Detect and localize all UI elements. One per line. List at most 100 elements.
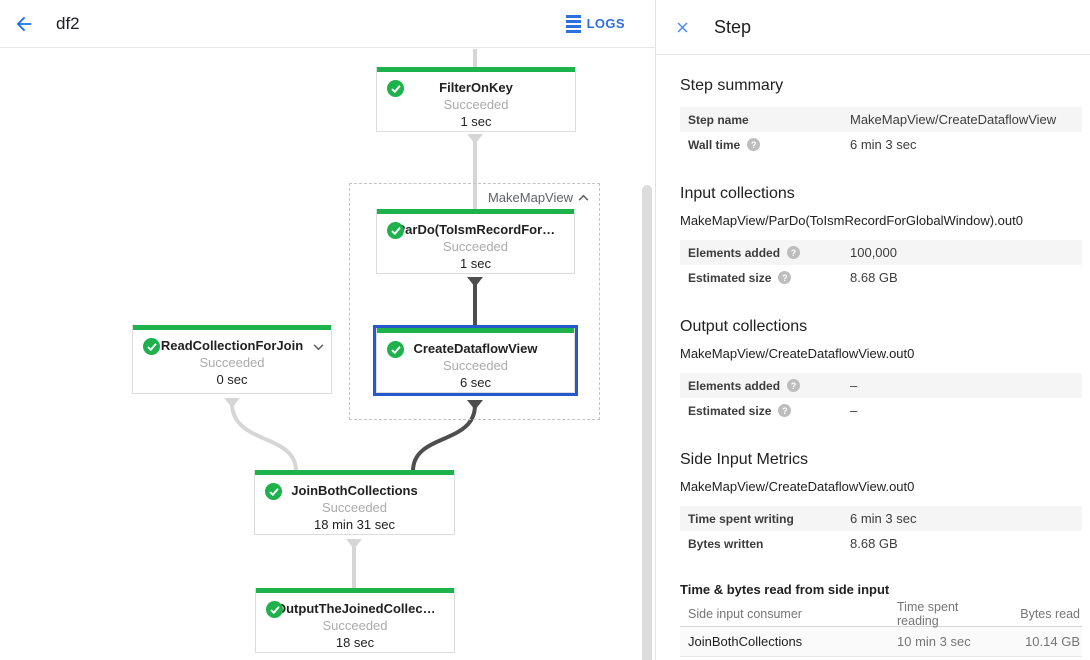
row-value: 8.68 GB: [850, 270, 898, 285]
group-makemapview: MakeMapView: [349, 183, 600, 420]
kv-row-elements-added: Elements added ? 100,000: [680, 240, 1082, 265]
node-time: 0 sec: [216, 372, 248, 387]
section-heading: Step summary: [680, 77, 784, 94]
node-pardo-toismrecord[interactable]: ParDo(ToIsmRecordFor… Succeeded 1 sec: [376, 209, 575, 274]
graph-canvas[interactable]: df2 LOGS MakeMapView: [0, 0, 656, 660]
row-label: Wall time: [688, 137, 741, 152]
cell-time: 10 min 3 sec: [897, 634, 971, 649]
col-header-bytes: Bytes read: [1020, 606, 1080, 621]
row-label: Elements added: [688, 378, 781, 393]
succeeded-check-icon: [266, 601, 283, 618]
back-button[interactable]: [4, 4, 44, 44]
row-value: –: [850, 403, 858, 418]
node-status: Succeeded: [442, 239, 509, 254]
job-toolbar: df2 LOGS: [0, 0, 655, 48]
node-status: Succeeded: [321, 500, 388, 515]
row-label: Bytes written: [688, 536, 764, 551]
collection-name: MakeMapView/CreateDataflowView.out0: [680, 346, 915, 361]
section-step-summary: Step summary Step name MakeMapView/Creat…: [680, 77, 1082, 157]
section-output-collections: Output collections MakeMapView/CreateDat…: [680, 318, 1082, 423]
node-readcollectionforjoin[interactable]: ReadCollectionForJoin Succeeded 0 sec: [132, 325, 332, 394]
kv-row-bytes-written: Bytes written 8.68 GB: [680, 531, 1082, 556]
node-joinbothcollections[interactable]: JoinBothCollections Succeeded 18 min 31 …: [254, 470, 455, 535]
help-icon[interactable]: ?: [787, 379, 801, 392]
side-input-table: Side input consumer Time spent reading B…: [680, 599, 1082, 657]
status-bar: [133, 325, 331, 330]
node-title: JoinBothCollections: [291, 483, 418, 498]
kv-row-time-spent-writing: Time spent writing 6 min 3 sec: [680, 506, 1082, 531]
node-time: 1 sec: [460, 114, 492, 129]
help-icon[interactable]: ?: [778, 271, 792, 284]
node-expand-toggle[interactable]: [313, 339, 324, 354]
status-bar: [377, 209, 574, 214]
chevron-down-icon: [313, 344, 324, 351]
succeeded-check-icon: [387, 222, 404, 239]
node-filteronkey[interactable]: FilterOnKey Succeeded 1 sec: [376, 67, 576, 132]
kv-row-wall-time: Wall time ? 6 min 3 sec: [680, 132, 1082, 157]
job-title: df2: [56, 13, 80, 33]
section-side-input-metrics: Side Input Metrics MakeMapView/CreateDat…: [680, 451, 1082, 657]
cell-consumer: JoinBothCollections: [688, 634, 803, 649]
collection-name: MakeMapView/CreateDataflowView.out0: [680, 479, 915, 494]
kv-row-elements-added: Elements added ? –: [680, 373, 1082, 398]
row-label: Time spent writing: [688, 511, 794, 526]
table-row: JoinBothCollections 10 min 3 sec 10.14 G…: [680, 627, 1082, 657]
row-value: 100,000: [850, 245, 897, 260]
node-status: Succeeded: [199, 355, 265, 370]
row-value: MakeMapView/CreateDataflowView: [850, 112, 1057, 127]
help-icon[interactable]: ?: [747, 138, 761, 151]
col-header-consumer: Side input consumer: [688, 606, 802, 621]
kv-row-step-name: Step name MakeMapView/CreateDataflowView: [680, 107, 1082, 132]
logs-list-icon: [565, 14, 581, 33]
node-time: 1 sec: [459, 256, 492, 271]
collection-name: MakeMapView/ParDo(ToIsmRecordForGlobalWi…: [680, 213, 1023, 228]
succeeded-check-icon: [387, 80, 404, 97]
help-icon[interactable]: ?: [778, 404, 792, 417]
section-heading: Output collections: [680, 318, 808, 335]
help-icon[interactable]: ?: [787, 246, 801, 259]
node-time: 18 sec: [335, 635, 375, 650]
side-input-table-heading: Time & bytes read from side input: [680, 582, 890, 597]
step-panel-header: Step: [656, 0, 1090, 55]
canvas-scrollbar[interactable]: [642, 185, 652, 660]
row-label: Estimated size: [688, 403, 772, 418]
cell-bytes: 10.14 GB: [1025, 634, 1080, 649]
node-time: 6 sec: [459, 375, 492, 390]
row-value: 6 min 3 sec: [850, 137, 917, 152]
section-heading: Side Input Metrics: [680, 451, 809, 468]
succeeded-check-icon: [143, 338, 160, 355]
table-header-row: Side input consumer Time spent reading B…: [680, 599, 1082, 628]
node-createdataflowview[interactable]: CreateDataflowView Succeeded 6 sec: [376, 328, 575, 393]
node-title: FilterOnKey: [439, 80, 513, 95]
graph-edges: [224, 49, 483, 589]
succeeded-check-icon: [387, 341, 404, 358]
step-panel: Step Step summary Step name MakeMapView/…: [656, 0, 1090, 660]
node-title: OutputTheJoinedCollec…: [276, 601, 434, 616]
status-bar: [256, 588, 454, 593]
row-label: Estimated size: [688, 270, 772, 285]
status-bar: [255, 470, 454, 475]
node-title: ReadCollectionForJoin: [160, 338, 304, 353]
panel-title: Step: [714, 16, 752, 37]
col-header-time: Time spent reading: [897, 599, 959, 628]
node-time: 18 min 31 sec: [314, 517, 395, 532]
logs-button[interactable]: LOGS: [565, 14, 625, 33]
kv-row-estimated-size: Estimated size ? –: [680, 398, 1082, 423]
section-input-collections: Input collections MakeMapView/ParDo(ToIs…: [680, 185, 1082, 290]
succeeded-check-icon: [265, 483, 282, 500]
group-collapse-toggle[interactable]: MakeMapView: [488, 190, 589, 205]
section-heading: Input collections: [680, 185, 795, 202]
close-panel-button[interactable]: [664, 9, 700, 45]
status-bar: [377, 328, 574, 333]
row-label: Step name: [688, 112, 749, 127]
node-title: CreateDataflowView: [413, 341, 538, 356]
logs-button-label: LOGS: [586, 16, 625, 31]
back-arrow-icon: [16, 16, 32, 31]
group-label: MakeMapView: [487, 190, 573, 205]
node-title: ParDo(ToIsmRecordFor…: [396, 222, 555, 237]
node-status: Succeeded: [443, 97, 509, 112]
step-panel-body: Step summary Step name MakeMapView/Creat…: [656, 55, 1090, 657]
node-outputthejoinedcollection[interactable]: OutputTheJoinedCollec… Succeeded 18 sec: [255, 588, 455, 653]
kv-row-estimated-size: Estimated size ? 8.68 GB: [680, 265, 1082, 290]
